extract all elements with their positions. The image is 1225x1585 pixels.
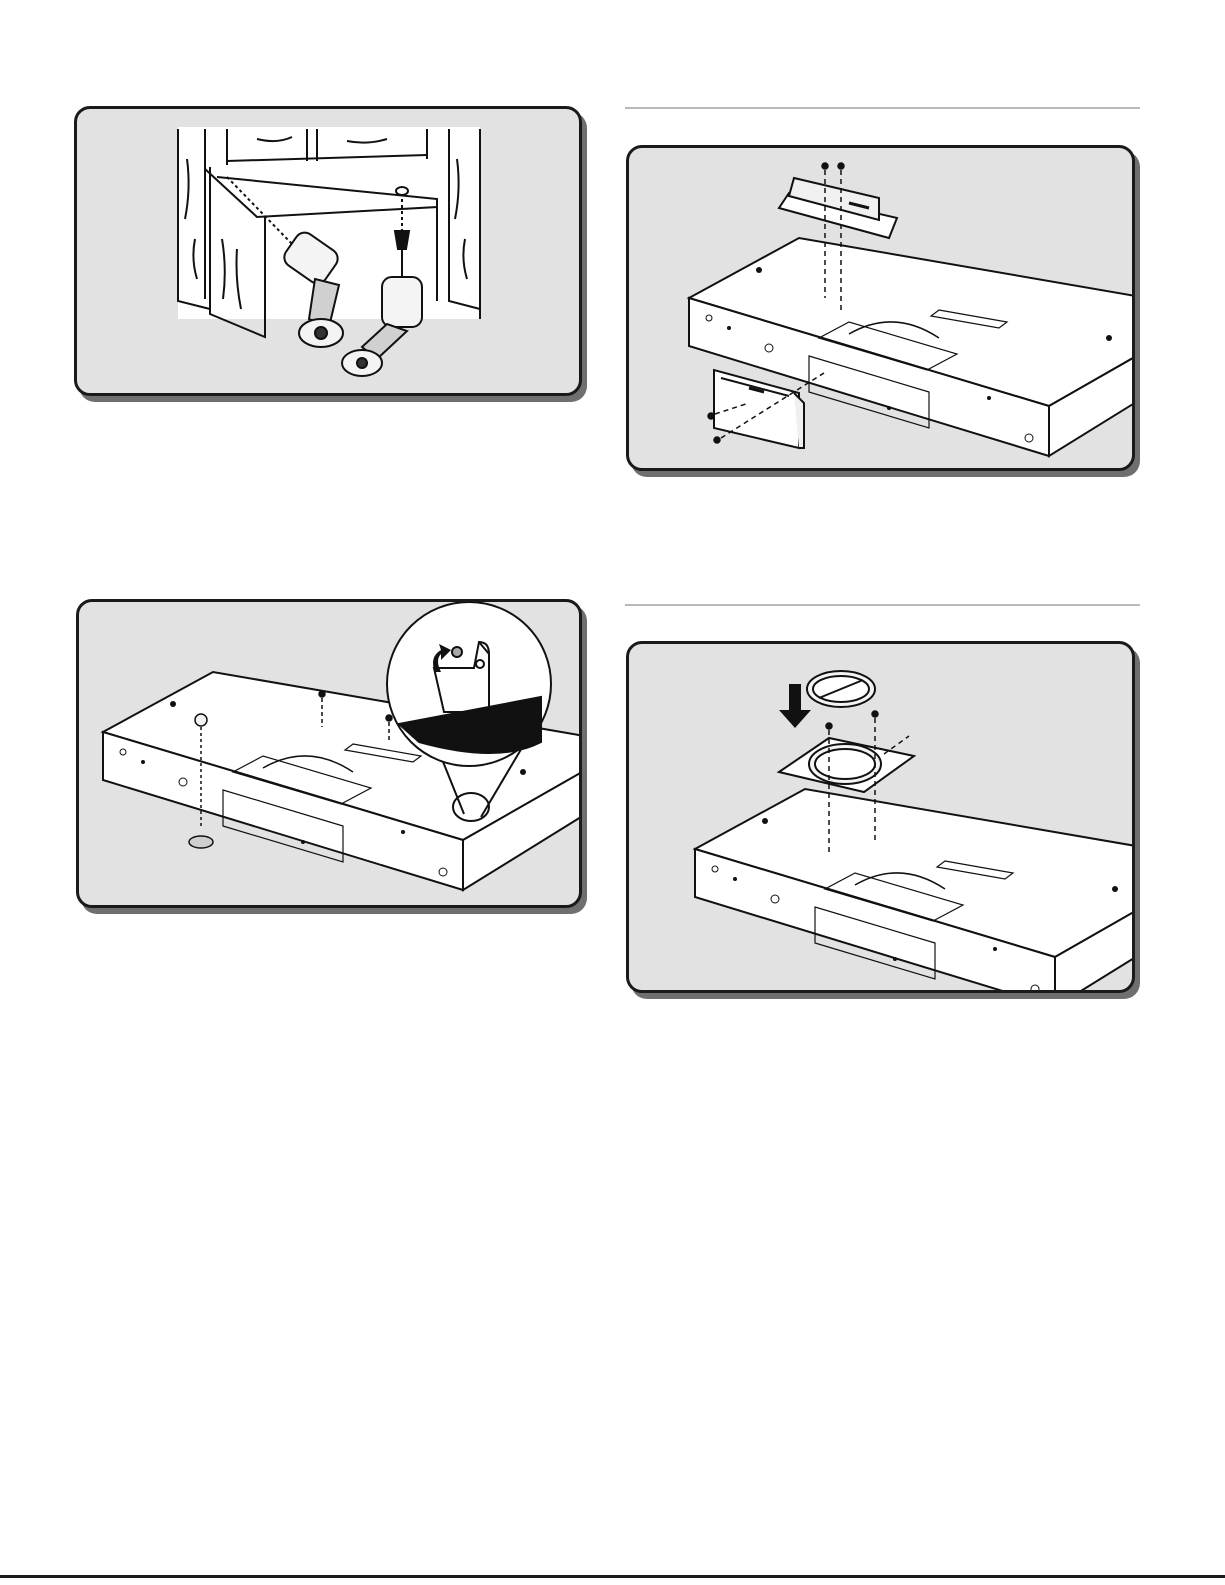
figure-wiring-box-mount — [626, 145, 1135, 471]
figure-duct-adapter — [626, 641, 1135, 993]
figure-cabinet-drilling — [74, 106, 582, 396]
section-rule — [625, 107, 1140, 109]
section-rule — [625, 604, 1140, 606]
range-hood-icon — [695, 789, 1132, 990]
figure-damper-bracket — [76, 599, 582, 908]
footer-rule — [0, 1575, 1225, 1578]
